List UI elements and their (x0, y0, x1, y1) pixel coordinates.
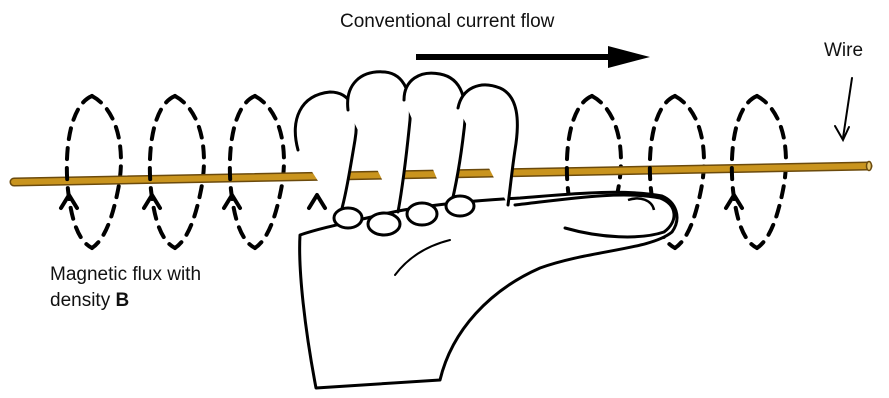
flux-label-line2: density (50, 290, 115, 311)
fingertip-4 (446, 196, 474, 216)
hand-finger-ring (404, 73, 465, 210)
wire-label: Wire (824, 41, 863, 60)
flux-loop-1-front (67, 96, 92, 248)
flux-loop-1-back (92, 96, 121, 248)
fingertip-1 (334, 208, 362, 228)
fingertip-3 (407, 203, 437, 225)
right-hand (295, 72, 677, 388)
current-flow-label: Conventional current flow (340, 12, 554, 31)
hand-finger-middle (348, 72, 411, 212)
flux-arrow-1-icon (61, 195, 77, 208)
flux-loop-3-back (255, 96, 284, 248)
flux-arrow-7-icon (726, 195, 742, 208)
flux-loop-3-front (230, 96, 255, 248)
hand-finger-little (458, 85, 517, 205)
fingertip-2 (368, 213, 400, 235)
flux-symbol: B (115, 290, 129, 311)
wire-end-cap (867, 162, 872, 171)
flux-loop-2-back (175, 96, 204, 248)
wire-pointer-arrow-icon (835, 78, 852, 140)
flux-label-line1: Magnetic flux with (50, 264, 201, 285)
current-direction-arrow-icon (416, 46, 650, 68)
flux-loop-2-front (150, 96, 175, 248)
flux-arrow-2-icon (144, 195, 160, 208)
flux-arrow-3-icon (224, 195, 240, 208)
flux-arrow-4-icon (309, 195, 325, 208)
magnetic-flux-label: Magnetic flux with density B (50, 262, 201, 314)
